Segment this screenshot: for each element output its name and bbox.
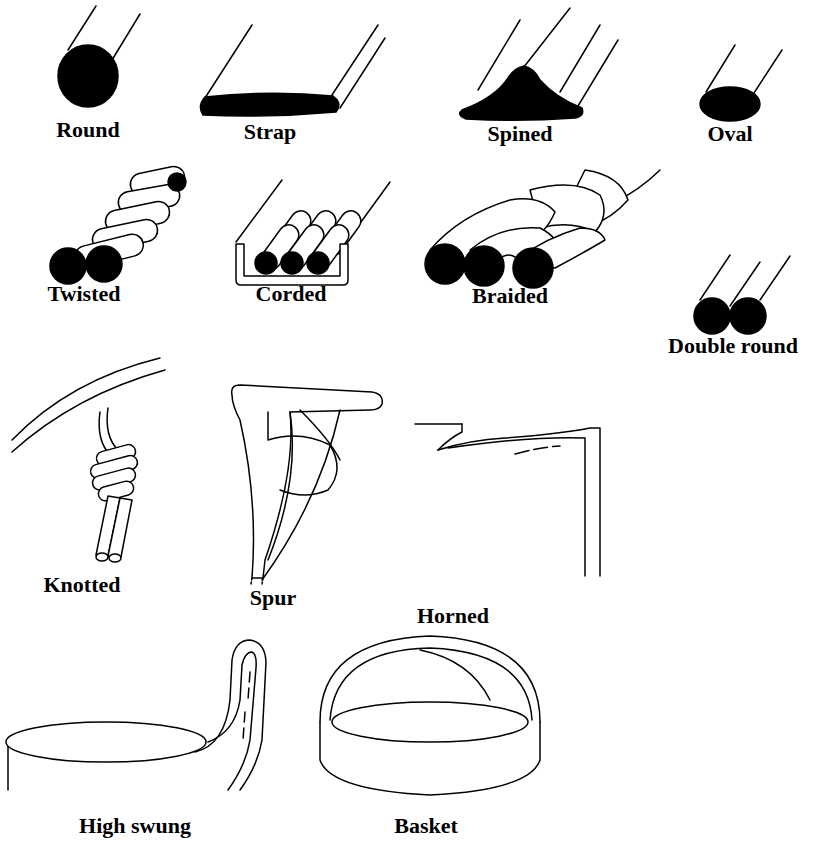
strap-section-stroke xyxy=(200,93,338,116)
double-round-section-stroke xyxy=(760,256,790,300)
round-section-stroke xyxy=(68,6,96,50)
high-swung-vessel-stroke xyxy=(243,672,250,740)
knotted-handle-stroke xyxy=(12,358,160,440)
handle-type-label: High swung xyxy=(79,814,191,838)
handle-type-label: Double round xyxy=(668,334,798,358)
corded-handle-stroke xyxy=(236,244,348,285)
knotted-handle-stroke xyxy=(12,370,165,452)
high-swung-vessel-stroke xyxy=(195,640,266,790)
basket-vessel-stroke xyxy=(420,650,490,700)
horned-handle xyxy=(415,424,600,576)
strap-section-stroke xyxy=(340,38,385,108)
braided-handle xyxy=(425,170,660,288)
handle-type-label: Spur xyxy=(250,586,296,610)
braided-handle-stroke xyxy=(464,246,504,286)
oval-section-stroke xyxy=(706,45,735,92)
knotted-handle-stroke xyxy=(108,498,132,559)
horned-handle-stroke xyxy=(448,438,585,576)
strap-section-stroke xyxy=(205,25,252,98)
horned-handle-stroke xyxy=(438,428,600,576)
oval-section-stroke xyxy=(700,87,760,121)
twisted-handle-stroke xyxy=(50,248,86,284)
handle-type-label: Strap xyxy=(244,120,297,144)
handle-type-label: Oval xyxy=(707,122,752,146)
spur-handle-stroke xyxy=(251,578,263,584)
handle-type-label: Round xyxy=(56,118,120,142)
knotted-handle-stroke xyxy=(107,408,118,450)
knotted-handle-stroke xyxy=(96,553,108,561)
handle-type-label: Twisted xyxy=(48,282,121,306)
horned-handle-stroke xyxy=(415,423,462,425)
strap-section xyxy=(200,25,385,116)
double-round-section-stroke xyxy=(694,298,730,334)
double-round-section xyxy=(694,255,790,334)
horned-handle-stroke xyxy=(515,446,560,454)
handle-type-label: Basket xyxy=(394,814,458,838)
handle-type-label: Knotted xyxy=(44,573,121,597)
knotted-handle-stroke xyxy=(109,554,121,562)
corded-handle-stroke xyxy=(281,252,303,274)
round-section-stroke xyxy=(58,45,118,107)
twisted-handle-stroke xyxy=(86,246,122,282)
handle-type-label: Spined xyxy=(488,122,553,146)
high-swung-vessel-stroke xyxy=(6,722,206,762)
basket-vessel xyxy=(320,636,540,795)
spined-section-stroke xyxy=(460,66,583,120)
round-section xyxy=(58,6,140,107)
basket-vessel-stroke xyxy=(332,702,528,742)
twisted-handle-stroke xyxy=(168,173,186,191)
knotted-handle xyxy=(12,358,165,562)
double-round-section-stroke xyxy=(700,255,730,300)
high-swung-vessel xyxy=(6,640,266,790)
braided-handle-stroke xyxy=(425,244,465,284)
corded-handle-stroke xyxy=(236,180,282,242)
handle-type-label: Braided xyxy=(472,284,548,308)
corded-handle xyxy=(236,180,390,285)
round-section-stroke xyxy=(112,14,140,60)
high-swung-vessel-stroke xyxy=(7,742,9,790)
braided-handle-stroke xyxy=(513,248,553,288)
spur-handle-stroke xyxy=(268,412,337,495)
spur-handle-stroke xyxy=(232,385,383,578)
spined-section xyxy=(460,8,618,120)
handle-type-label: Horned xyxy=(417,604,489,628)
spur-handle-stroke xyxy=(262,410,340,580)
spined-section-stroke xyxy=(520,8,570,72)
double-round-section-stroke xyxy=(730,298,766,334)
spined-section-stroke xyxy=(560,25,600,92)
spined-section-stroke xyxy=(578,40,618,106)
oval-section xyxy=(700,45,782,121)
corded-handle-stroke xyxy=(255,252,277,274)
oval-section-stroke xyxy=(752,50,782,96)
high-swung-vessel-stroke xyxy=(208,652,256,790)
corded-handle-stroke xyxy=(307,252,329,274)
spur-handle xyxy=(232,385,383,584)
twisted-handle xyxy=(50,164,187,284)
handle-type-label: Corded xyxy=(256,282,327,306)
